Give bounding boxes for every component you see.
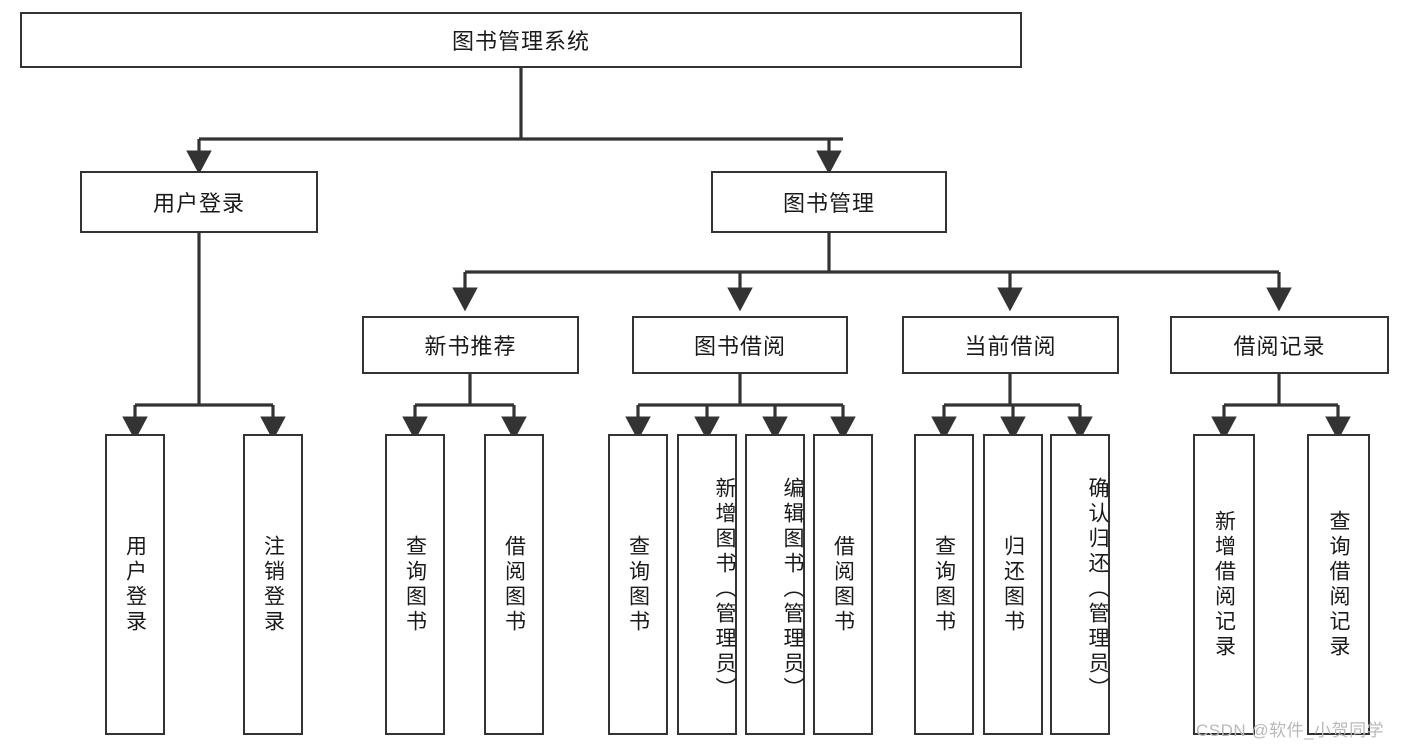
node-label: 编辑图书（管理员）: [781, 477, 804, 702]
csdn-watermark: CSDN @软件_小贺同学: [1196, 721, 1385, 740]
leaf-query-book-borrow[interactable]: 查询图书: [608, 434, 668, 735]
leaf-query-book-current[interactable]: 查询图书: [914, 434, 974, 735]
node-label: 借阅图书: [831, 534, 855, 635]
node-label: 当前借阅: [964, 334, 1057, 359]
leaf-logout[interactable]: 注销登录: [243, 434, 303, 735]
leaf-query-borrow-record[interactable]: 查询借阅记录: [1307, 434, 1370, 735]
node-root-system[interactable]: 图书管理系统: [20, 12, 1022, 68]
node-label: 查询图书: [403, 534, 427, 635]
node-borrow-record[interactable]: 借阅记录: [1170, 316, 1389, 374]
node-label: 确认归还（管理员）: [1086, 477, 1109, 702]
node-label: 借阅记录: [1233, 334, 1326, 359]
leaf-user-login[interactable]: 用户登录: [105, 434, 165, 735]
node-book-borrow[interactable]: 图书借阅: [632, 316, 848, 374]
node-label: 图书管理: [782, 191, 875, 216]
leaf-add-borrow-record[interactable]: 新增借阅记录: [1193, 434, 1255, 735]
leaf-edit-book-admin[interactable]: 编辑图书（管理员）: [745, 434, 805, 735]
node-label: 新书推荐: [424, 334, 517, 359]
node-user-login[interactable]: 用户登录: [80, 171, 318, 233]
node-label: 注销登录: [261, 534, 285, 635]
leaf-borrow-book-recommend[interactable]: 借阅图书: [484, 434, 544, 735]
node-current-borrow[interactable]: 当前借阅: [902, 316, 1119, 374]
node-label: 用户登录: [123, 534, 147, 635]
leaf-borrow-book[interactable]: 借阅图书: [813, 434, 873, 735]
node-label: 新增图书（管理员）: [713, 477, 736, 702]
leaf-add-book-admin[interactable]: 新增图书（管理员）: [677, 434, 737, 735]
leaf-return-book[interactable]: 归还图书: [983, 434, 1043, 735]
node-new-book-recommend[interactable]: 新书推荐: [362, 316, 579, 374]
node-label: 图书借阅: [693, 334, 786, 359]
node-label: 查询图书: [932, 534, 956, 635]
leaf-query-book-recommend[interactable]: 查询图书: [385, 434, 445, 735]
node-label: 图书管理系统: [451, 29, 590, 54]
node-book-manage[interactable]: 图书管理: [711, 171, 947, 233]
node-label: 归还图书: [1001, 534, 1025, 635]
node-label: 查询借阅记录: [1327, 509, 1350, 660]
node-label: 新增借阅记录: [1212, 509, 1236, 660]
node-label: 查询图书: [626, 534, 650, 635]
leaf-confirm-return-admin[interactable]: 确认归还（管理员）: [1050, 434, 1110, 735]
node-label: 用户登录: [152, 191, 245, 216]
node-label: 借阅图书: [502, 534, 526, 635]
